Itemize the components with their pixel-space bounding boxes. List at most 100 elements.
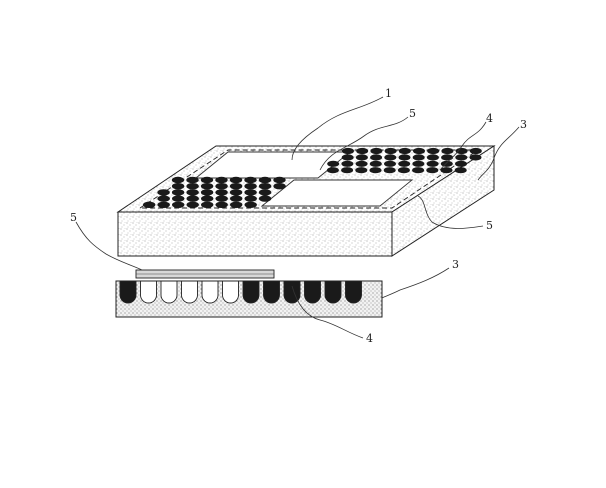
cup-filled: [120, 281, 136, 303]
cell: [370, 154, 382, 160]
cup-filled: [346, 281, 362, 303]
cell: [384, 154, 396, 160]
label-5-left: 5: [70, 211, 77, 224]
cell: [427, 161, 439, 167]
cell: [441, 161, 453, 167]
cell: [427, 154, 439, 160]
cell: [158, 202, 170, 208]
cell: [327, 161, 339, 167]
cell: [215, 177, 227, 183]
cup-filled: [243, 281, 259, 303]
label-3-section: 3: [452, 258, 459, 271]
cell: [356, 148, 368, 154]
cell: [158, 195, 170, 201]
cell: [426, 167, 438, 173]
cell: [216, 202, 228, 208]
cell: [245, 195, 257, 201]
cell: [186, 177, 198, 183]
cell: [384, 167, 396, 173]
cell: [370, 148, 382, 154]
cell: [398, 167, 410, 173]
cell: [172, 202, 184, 208]
cup-open: [182, 281, 198, 303]
cell: [355, 167, 367, 173]
cell: [385, 148, 397, 154]
cell: [399, 154, 411, 160]
cup-open: [223, 281, 239, 303]
cell: [413, 148, 425, 154]
cell: [441, 154, 453, 160]
cell: [341, 161, 353, 167]
cell: [143, 202, 155, 208]
label-3-top: 3: [520, 118, 527, 131]
cell: [244, 183, 256, 189]
label-5-top: 5: [409, 107, 416, 120]
cell: [259, 189, 271, 195]
cell: [259, 177, 271, 183]
cell: [230, 202, 242, 208]
cell: [244, 177, 256, 183]
cell: [186, 189, 198, 195]
cell: [370, 167, 382, 173]
cell: [455, 154, 467, 160]
cell: [455, 161, 467, 167]
cell: [341, 167, 353, 173]
cell: [412, 161, 424, 167]
cell: [427, 148, 439, 154]
cell: [230, 177, 242, 183]
cell: [186, 183, 198, 189]
cell: [455, 167, 467, 173]
cell: [172, 195, 184, 201]
cell: [441, 167, 453, 173]
label-5-right: 5: [486, 219, 493, 232]
cell: [259, 195, 271, 201]
cell: [413, 154, 425, 160]
cell: [273, 183, 285, 189]
cell: [172, 183, 184, 189]
cell: [456, 148, 468, 154]
cell: [441, 148, 453, 154]
cell: [216, 195, 228, 201]
cup-open: [141, 281, 157, 303]
cup-filled: [325, 281, 341, 303]
label-4-top: 4: [486, 112, 493, 125]
cell: [157, 189, 169, 195]
cell: [201, 195, 213, 201]
cell: [172, 177, 184, 183]
cell: [470, 154, 482, 160]
cell: [370, 161, 382, 167]
cell: [187, 202, 199, 208]
cell: [245, 202, 257, 208]
block-front-face: [118, 212, 392, 256]
cell: [327, 167, 339, 173]
cell: [259, 183, 271, 189]
cell: [470, 148, 482, 154]
cell: [356, 161, 368, 167]
cup-filled: [305, 281, 321, 303]
cell: [273, 177, 285, 183]
cell: [342, 154, 354, 160]
cell: [399, 148, 411, 154]
cell: [215, 183, 227, 189]
cell: [201, 177, 213, 183]
cell: [342, 148, 354, 154]
cell: [187, 195, 199, 201]
cell: [384, 161, 396, 167]
cell: [412, 167, 424, 173]
block-perspective: [118, 146, 494, 256]
label-1: 1: [385, 87, 392, 100]
cell: [230, 189, 242, 195]
cell: [230, 183, 242, 189]
cell: [230, 195, 242, 201]
cell: [244, 189, 256, 195]
cell: [172, 189, 184, 195]
cell: [201, 183, 213, 189]
cell: [398, 161, 410, 167]
cell: [356, 154, 368, 160]
cross-section: [116, 270, 382, 317]
cell: [201, 189, 213, 195]
cup-filled: [264, 281, 280, 303]
cup-open: [202, 281, 218, 303]
cup-open: [161, 281, 177, 303]
